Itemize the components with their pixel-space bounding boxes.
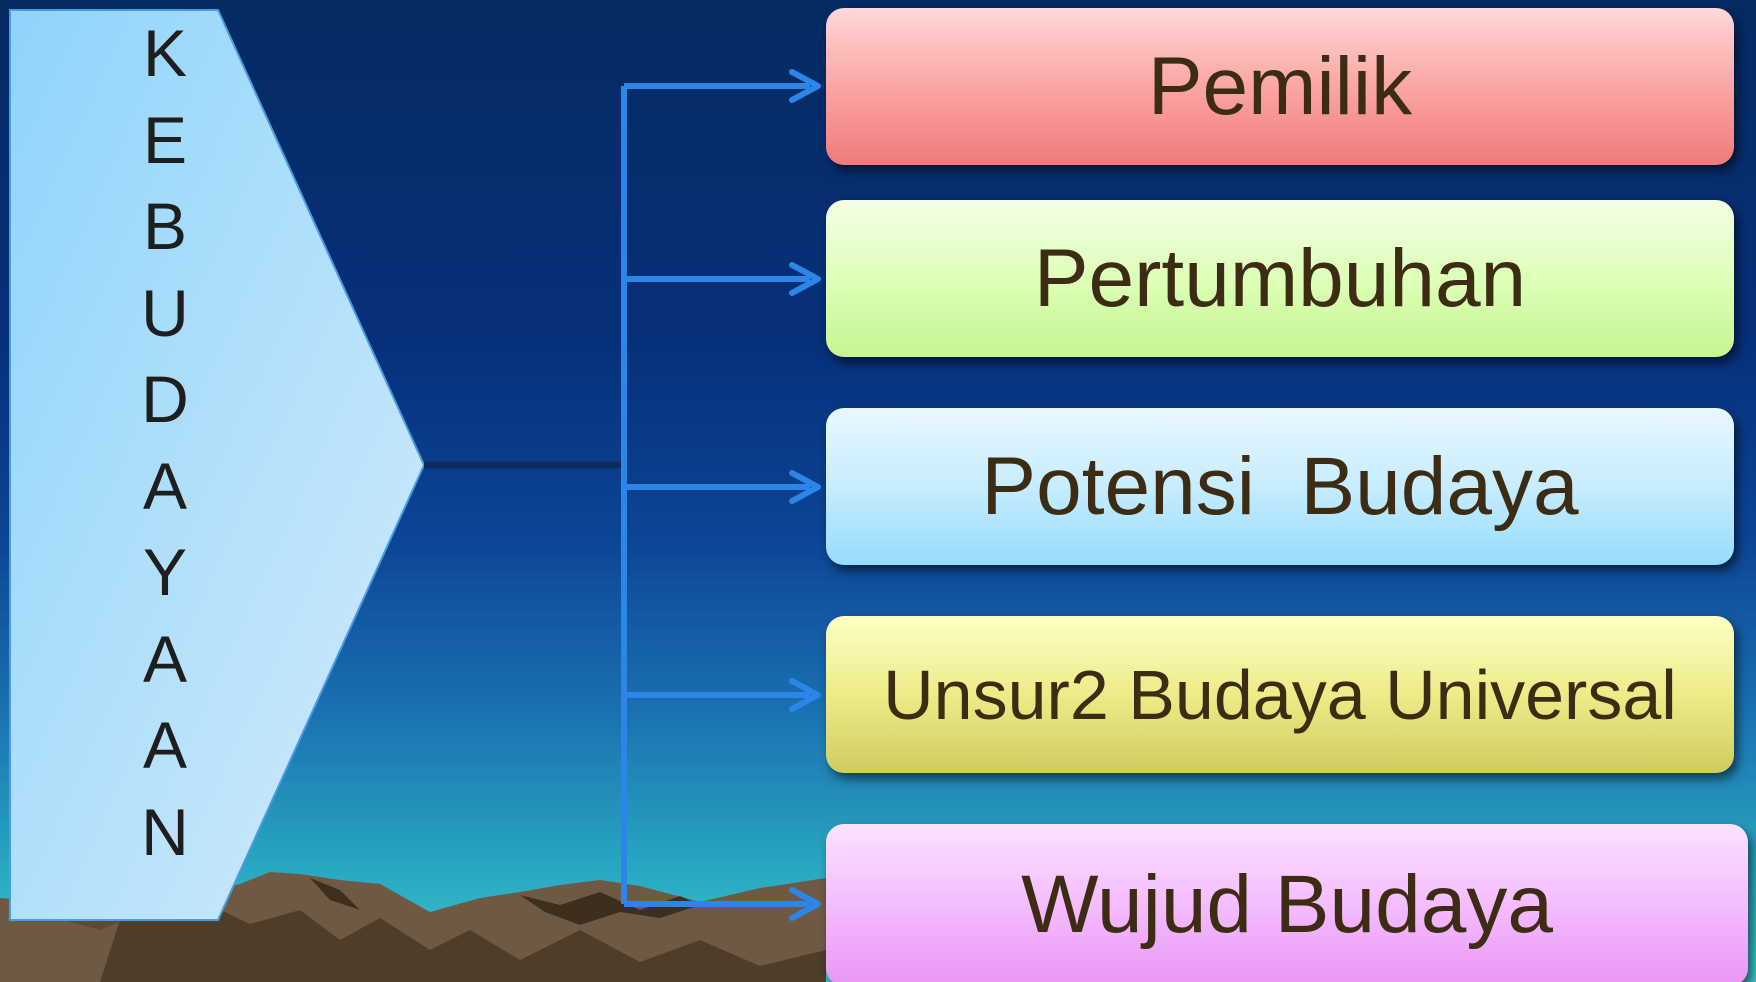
title-letter: E (142, 102, 188, 177)
title-letter: A (142, 448, 188, 523)
box-label: Wujud Budaya (1021, 859, 1553, 950)
title-letter: Y (142, 535, 188, 609)
title-letter: D (141, 362, 189, 436)
title-letter: N (141, 794, 189, 869)
arrowhead-1 (789, 69, 821, 103)
arrowhead-2 (789, 262, 821, 296)
chevron-shape (9, 9, 426, 921)
box-label: Unsur2 Budaya Universal (883, 655, 1677, 734)
title-letter: B (142, 189, 188, 263)
box-wujud-budaya: Wujud Budaya (826, 824, 1748, 982)
title-letter: K (142, 16, 188, 90)
vertical-title-kebudayaan: K E B U D A Y A A N (110, 10, 220, 875)
title-letter: A (142, 708, 188, 782)
connector-lines (424, 83, 810, 907)
box-potensi-budaya: Potensi Budaya (826, 408, 1734, 565)
title-letter: U (141, 275, 189, 350)
box-label: Pertumbuhan (1033, 232, 1527, 324)
box-pemilik: Pemilik (826, 8, 1734, 165)
arrowhead-5 (789, 887, 821, 921)
title-letter: A (142, 621, 188, 696)
box-unsur-budaya-universal: Unsur2 Budaya Universal (826, 616, 1734, 773)
arrowhead-3 (789, 470, 821, 504)
box-label: Pemilik (1147, 40, 1413, 132)
arrowhead-4 (789, 678, 821, 712)
box-pertumbuhan: Pertumbuhan (826, 200, 1734, 357)
box-label: Potensi Budaya (981, 440, 1579, 532)
